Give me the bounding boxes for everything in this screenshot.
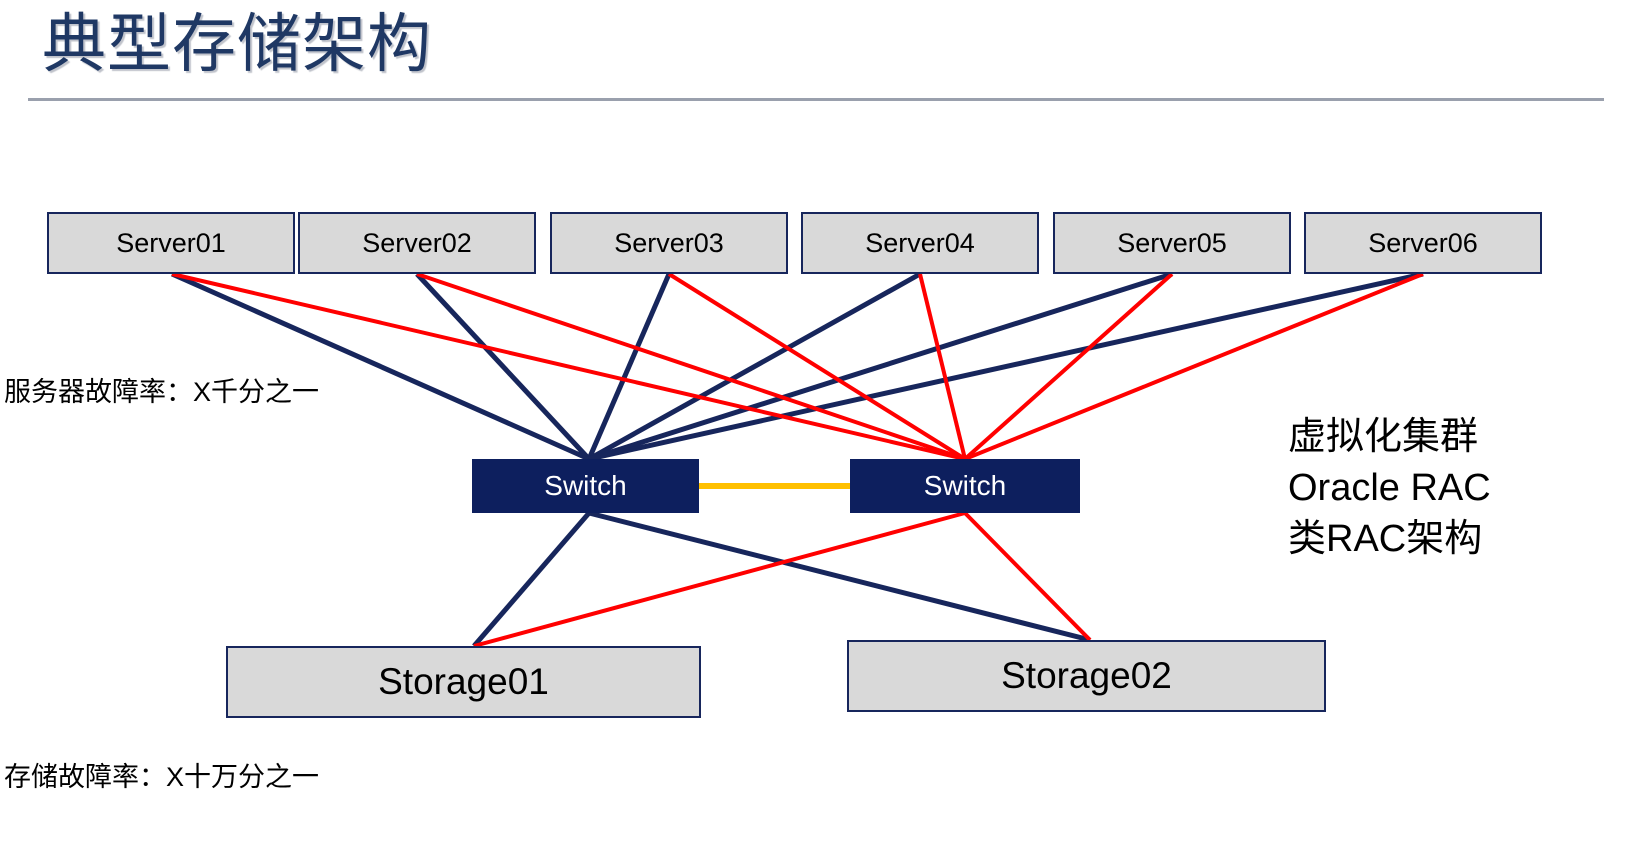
server-node-2-label: Server02 [362, 227, 472, 258]
link-server-left-switch-1 [170, 271, 591, 462]
link-server-right-switch-6 [964, 272, 1424, 461]
server-node-4[interactable]: Server04 [801, 212, 1039, 274]
link-left-switch-storage-1 [472, 511, 591, 648]
server-node-1-label: Server01 [116, 227, 226, 258]
link-right-switch-storage-1 [473, 511, 966, 648]
storage-node-1[interactable]: Storage01 [226, 646, 701, 718]
server-node-1[interactable]: Server01 [47, 212, 295, 274]
cluster-note-line-2: Oracle RAC [1288, 467, 1491, 509]
link-server-left-switch-2 [415, 272, 591, 461]
server-node-6[interactable]: Server06 [1304, 212, 1542, 274]
server-node-4-label: Server04 [865, 227, 975, 258]
storage-node-2[interactable]: Storage02 [847, 640, 1326, 712]
link-left-switch-storage-2 [588, 510, 1091, 643]
link-server-right-switch-1 [171, 272, 966, 461]
link-server-right-switch-5 [963, 272, 1174, 461]
server-to-right-switch-links [171, 272, 1424, 461]
server-node-3[interactable]: Server03 [550, 212, 788, 274]
server-node-2[interactable]: Server02 [298, 212, 536, 274]
switch-node-1-label: Switch [544, 470, 627, 501]
cluster-note-line-1: 虚拟化集群 [1288, 416, 1479, 458]
link-server-left-switch-3 [586, 273, 672, 460]
cluster-note-line-3: 类RAC架构 [1288, 518, 1483, 560]
link-server-left-switch-6 [588, 271, 1424, 462]
server-failure-rate-note: 服务器故障率：X千分之一 [4, 377, 320, 407]
left-switch-to-storage-links [472, 510, 1091, 648]
storage-failure-rate-note: 存储故障率：X十万分之一 [4, 762, 320, 792]
server-node-6-label: Server06 [1368, 227, 1478, 258]
storage-node-2-label: Storage02 [1001, 655, 1172, 696]
switch-node-2[interactable]: Switch [850, 459, 1080, 513]
link-server-right-switch-4 [918, 273, 967, 460]
switch-node-1[interactable]: Switch [472, 459, 699, 513]
server-node-5-label: Server05 [1117, 227, 1227, 258]
cluster-note: 虚拟化集群 Oracle RAC 类RAC架构 [1288, 412, 1491, 565]
page-title: 典型存储架构 [42, 8, 432, 80]
link-server-left-switch-5 [588, 271, 1173, 462]
storage-node-1-label: Storage01 [378, 661, 549, 702]
link-server-right-switch-2 [416, 272, 966, 461]
link-server-left-switch-4 [587, 271, 922, 462]
link-server-right-switch-3 [667, 272, 967, 461]
server-to-left-switch-links [170, 271, 1424, 462]
server-node-5[interactable]: Server05 [1053, 212, 1291, 274]
title-divider [28, 98, 1604, 101]
switch-node-2-label: Switch [923, 470, 1007, 501]
right-switch-to-storage-links [473, 511, 1092, 648]
server-node-3-label: Server03 [614, 227, 724, 258]
link-right-switch-storage-2 [963, 511, 1092, 642]
